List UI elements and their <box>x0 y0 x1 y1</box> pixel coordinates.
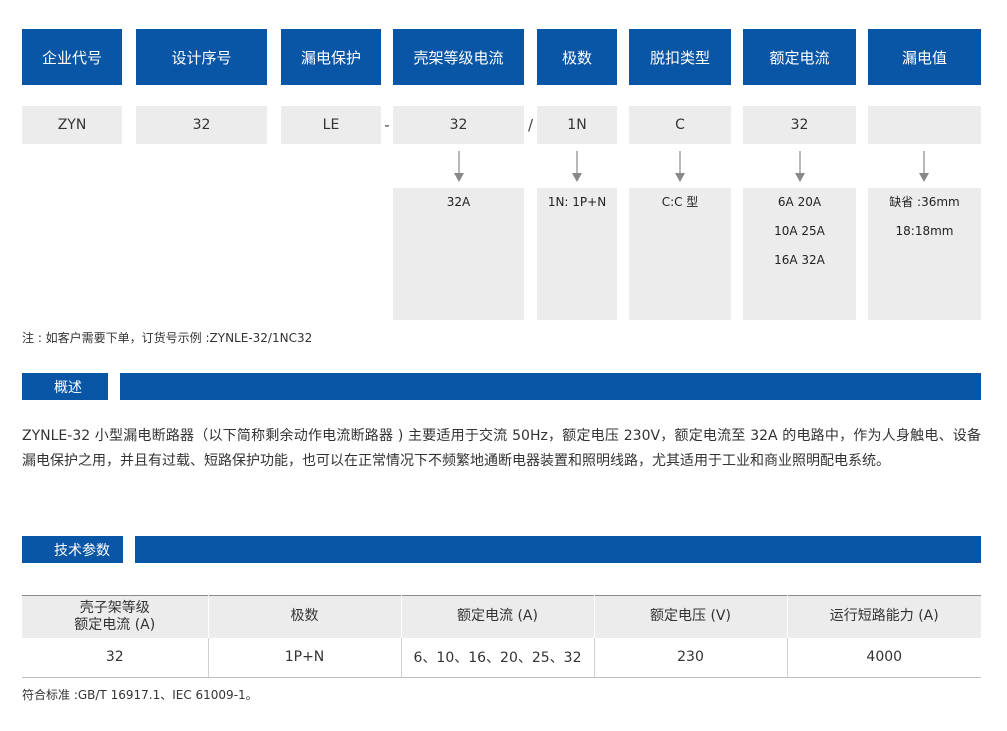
section-bar <box>135 536 981 563</box>
arrow-down-icon <box>795 151 805 182</box>
arrow-down-icon <box>675 151 685 182</box>
header-design-number: 设计序号 <box>136 29 267 85</box>
value-company-code: ZYN <box>22 106 122 144</box>
detail-line: C:C 型 <box>661 195 699 209</box>
header-rated-current: 额定电流 <box>743 29 856 85</box>
overview-paragraph: ZYNLE-32 小型漏电断路器（以下简称剩余动作电流断路器 ) 主要适用于交流… <box>22 428 981 469</box>
column-header-rated-current: 额定电流 (A) <box>400 595 594 638</box>
value-poles: 1N <box>537 106 617 144</box>
column-header-rated-voltage: 额定电压 (V) <box>593 595 787 638</box>
separator-dash: - <box>384 116 390 134</box>
value-leakage-protection: LE <box>281 106 381 144</box>
header-poles: 极数 <box>537 29 617 85</box>
table-cell: 230 <box>593 637 787 678</box>
table-cell: 6、10、16、20、25、32 <box>400 637 594 678</box>
order-note: 注 : 如客户需要下单，订货号示例 :ZYNLE-32/1NC32 <box>22 331 313 345</box>
section-bar <box>120 373 981 400</box>
detail-line: 1N: 1P+N <box>547 195 607 209</box>
column-header-frame-current: 壳子架等级 额定电流 (A) <box>22 595 208 638</box>
arrow-down-icon <box>572 151 582 182</box>
detail-trip-type: C:C 型 <box>629 188 731 320</box>
detail-frame-current: 32A <box>393 188 524 320</box>
tech-params-table: 壳子架等级 额定电流 (A) 极数 额定电流 (A) 额定电压 (V) 运行短路… <box>22 595 981 678</box>
detail-line: 32A <box>446 195 471 209</box>
header-leakage-value: 漏电值 <box>868 29 981 85</box>
column-header-poles: 极数 <box>207 595 401 638</box>
detail-rated-current: 6A 20A 10A 25A 16A 32A <box>743 188 856 320</box>
section-title-tech-params: 技术参数 <box>22 536 123 563</box>
section-title-overview: 概述 <box>22 373 108 400</box>
detail-line: 10A 25A <box>774 224 825 238</box>
table-header-row: 壳子架等级 额定电流 (A) 极数 额定电流 (A) 额定电压 (V) 运行短路… <box>22 595 981 638</box>
value-frame-current: 32 <box>393 106 524 144</box>
value-rated-current: 32 <box>743 106 856 144</box>
header-leakage-protection: 漏电保护 <box>281 29 381 85</box>
detail-line: 6A 20A <box>777 195 822 209</box>
separator-slash: / <box>527 116 534 134</box>
detail-line: 18:18mm <box>895 224 954 238</box>
column-header-breaking-capacity: 运行短路能力 (A) <box>786 595 981 638</box>
arrow-down-icon <box>919 151 929 182</box>
header-trip-type: 脱扣类型 <box>629 29 731 85</box>
standards-note: 符合标准 :GB/T 16917.1、IEC 61009-1。 <box>22 688 258 702</box>
table-cell: 4000 <box>786 637 981 678</box>
arrow-down-icon <box>454 151 464 182</box>
detail-poles: 1N: 1P+N <box>537 188 617 320</box>
header-line: 壳子架等级 <box>79 599 150 616</box>
table-row: 32 1P+N 6、10、16、20、25、32 230 4000 <box>22 637 981 678</box>
value-trip-type: C <box>629 106 731 144</box>
detail-line: 缺省 :36mm <box>889 195 960 209</box>
header-frame-current: 壳架等级电流 <box>393 29 524 85</box>
table-cell: 32 <box>22 637 208 678</box>
value-design-number: 32 <box>136 106 267 144</box>
value-leakage-value <box>868 106 981 144</box>
detail-line: 16A 32A <box>774 253 825 267</box>
table-cell: 1P+N <box>207 637 401 678</box>
detail-leakage-value: 缺省 :36mm 18:18mm <box>868 188 981 320</box>
header-company-code: 企业代号 <box>22 29 122 85</box>
header-line: 额定电流 (A) <box>74 616 156 633</box>
